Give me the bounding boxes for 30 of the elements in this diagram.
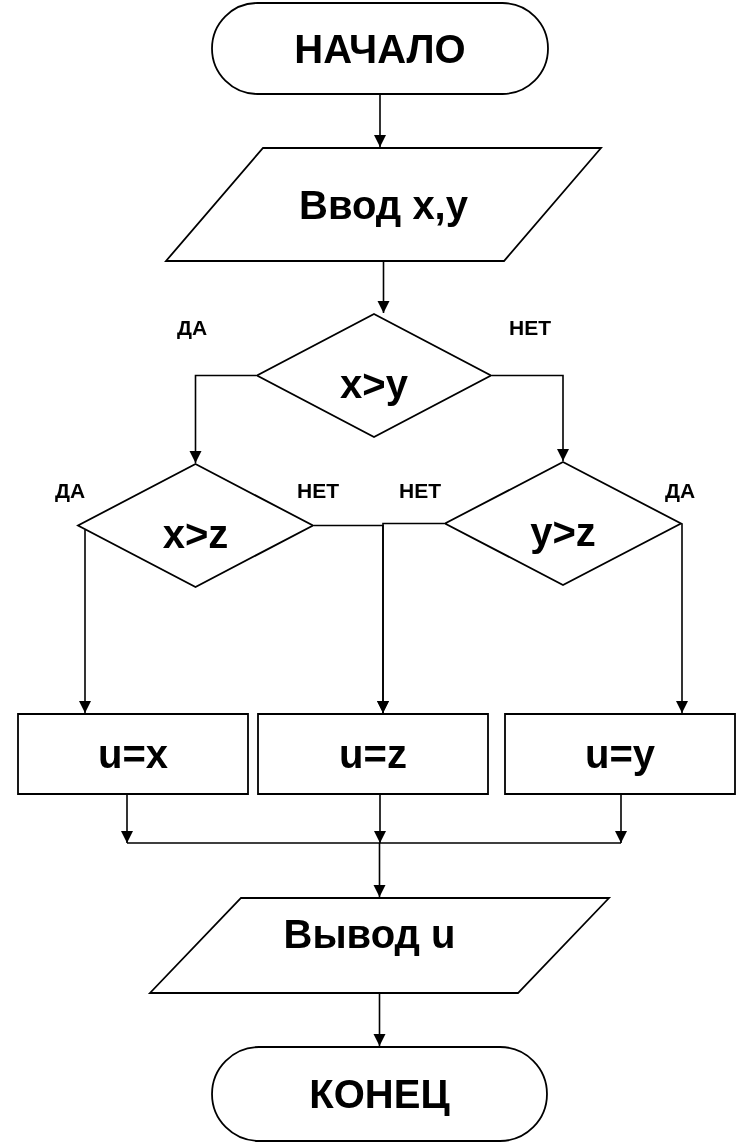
process-box: [504, 713, 736, 795]
node-label: Вывод u: [283, 913, 456, 954]
arrow: [615, 794, 627, 844]
node-label: x>y: [340, 363, 408, 404]
node-label: u=y: [584, 734, 655, 774]
arrow: [121, 794, 133, 844]
arrow: [491, 374, 569, 462]
arrow: [377, 522, 445, 714]
arrow: [189, 374, 257, 464]
node-label: КОНЕЦ: [309, 1074, 450, 1114]
node-label: Ввод x,y: [299, 184, 468, 225]
merge-line: [126, 842, 622, 898]
arrow: [374, 794, 386, 844]
node-label: НАЧАЛО: [294, 28, 466, 69]
process-box: [257, 713, 489, 795]
node-label: u=x: [97, 734, 168, 774]
arrow: [79, 528, 91, 714]
arrow: [676, 522, 688, 714]
process-box: [17, 713, 249, 795]
node-label: x>z: [162, 513, 229, 554]
decision-diamond: [256, 313, 492, 438]
arrow: [374, 94, 386, 148]
node-label: u=z: [339, 734, 407, 774]
io-parallelogram: [149, 897, 610, 994]
io-parallelogram: [165, 147, 602, 262]
arrow: [377, 261, 390, 314]
arrow: [373, 993, 386, 1047]
terminator: [211, 2, 549, 95]
terminator: [211, 1046, 548, 1142]
node-label: y>z: [530, 511, 596, 552]
